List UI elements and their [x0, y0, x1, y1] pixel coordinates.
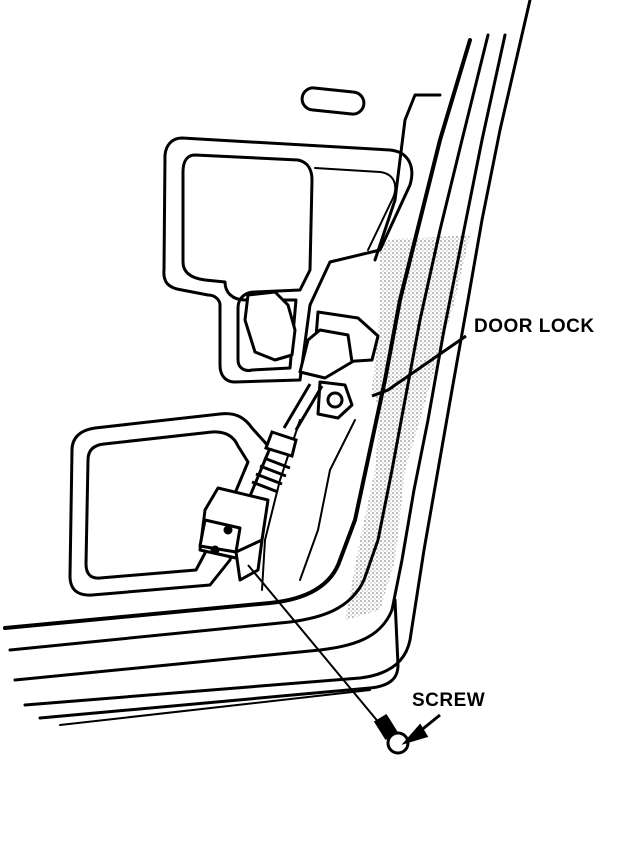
lock-bracket — [198, 486, 270, 582]
door-lock-mechanism — [243, 290, 380, 420]
oval-access-hole — [300, 86, 366, 116]
lock-rod — [282, 383, 324, 431]
door-bottom-rail-2 — [59, 689, 371, 726]
door-frame-line-2 — [8, 33, 490, 652]
panel-contour-2 — [299, 419, 356, 581]
door-lock-leader-line — [371, 334, 467, 398]
door-frame-line-4 — [23, 0, 532, 707]
door-lock-label: DOOR LOCK — [474, 316, 595, 337]
lower-access-opening-inner — [84, 430, 250, 580]
screw-axis-line — [247, 564, 386, 731]
door-frame-outer — [3, 38, 472, 630]
door-bottom-rail — [38, 598, 400, 720]
door-frame-line-3 — [13, 33, 507, 682]
rod-spring-coil — [251, 430, 298, 494]
upper-access-opening-inner — [181, 153, 314, 372]
upper-access-opening-outer — [162, 136, 414, 384]
door-frame-inner-edge — [373, 93, 442, 262]
screw-label: SCREW — [412, 690, 486, 711]
shaded-pillar-area — [345, 235, 470, 620]
screw-arrow — [401, 713, 441, 745]
screw-icon — [373, 713, 410, 755]
upper-opening-inner-edge — [314, 167, 397, 251]
lower-access-opening-outer — [68, 412, 272, 597]
